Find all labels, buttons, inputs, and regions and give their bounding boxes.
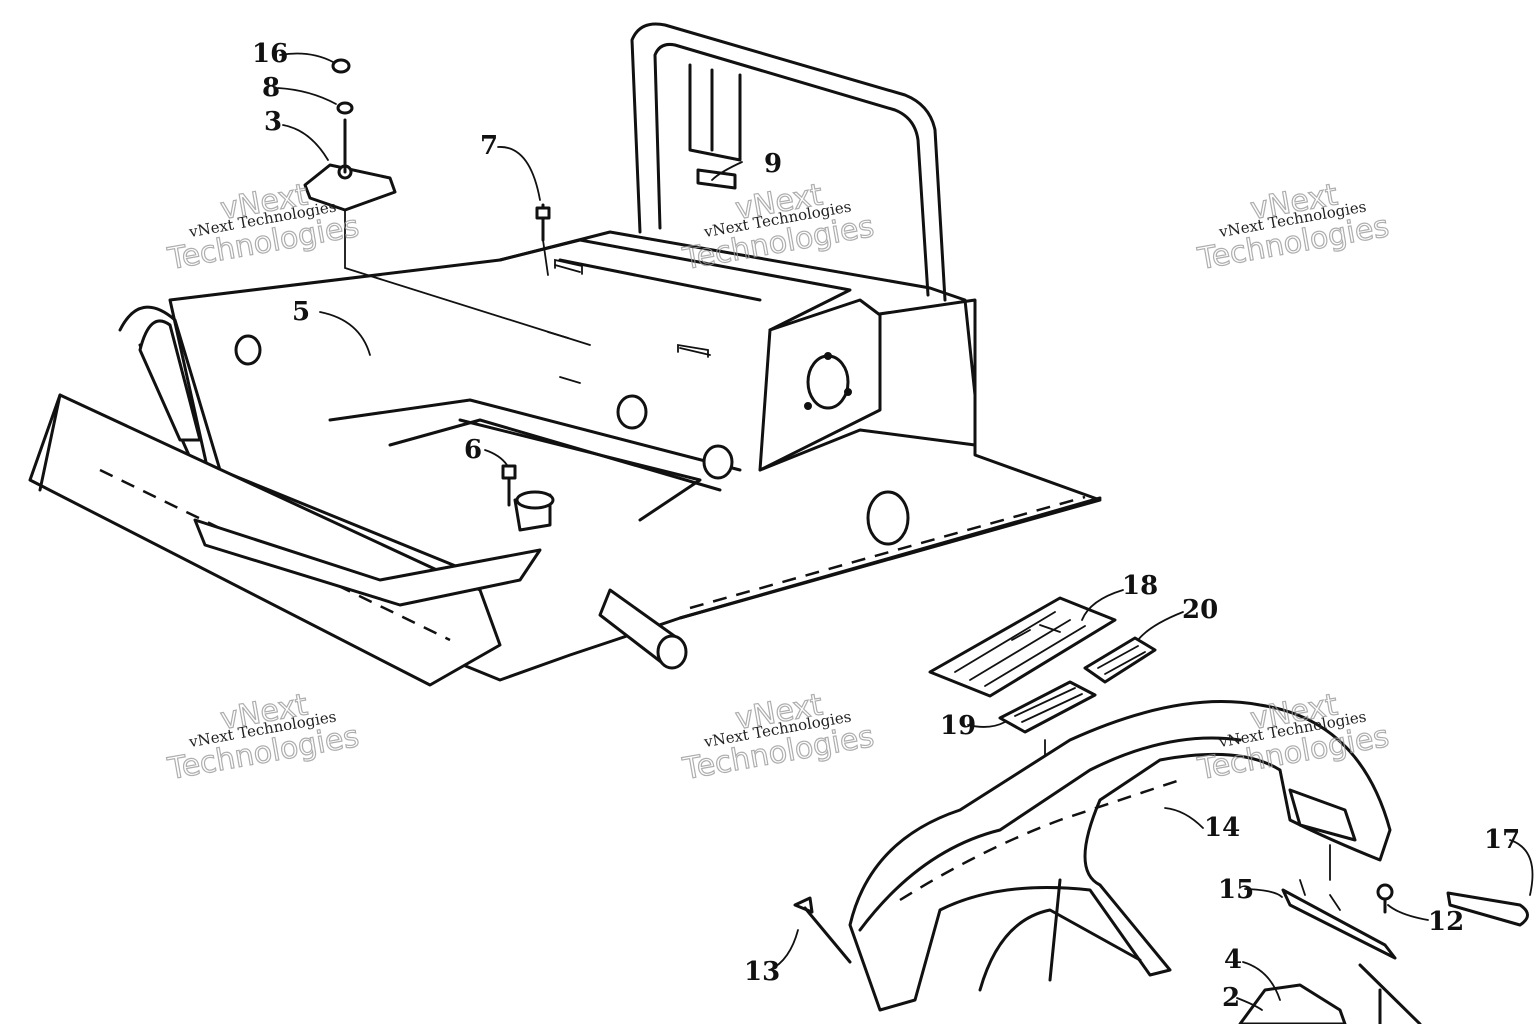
chassis-frame: [28, 22, 1102, 687]
fender-part-14: [848, 700, 1392, 1012]
parts-4-and-2: [1238, 963, 1422, 1024]
callout-12: 12: [1428, 907, 1464, 937]
bolt-part-7: [535, 203, 551, 276]
callout-19: 19: [940, 711, 976, 741]
watermark: vNext vNext Technologies Technologies: [679, 687, 877, 788]
callout-3: 3: [264, 107, 282, 137]
callout-16: 16: [252, 39, 288, 69]
callout-9: 9: [764, 149, 782, 179]
watermark: vNext vNext Technologies Technologies: [1194, 177, 1392, 278]
callout-7: 7: [480, 131, 498, 161]
callout-5: 5: [292, 297, 310, 327]
callout-20: 20: [1182, 595, 1218, 625]
decals: [928, 596, 1157, 881]
bolt-part-13: [793, 896, 852, 964]
callout-14: 14: [1204, 813, 1240, 843]
watermark: vNext vNext Technologies Technologies: [679, 177, 877, 278]
callout-4: 4: [1224, 945, 1242, 975]
callout-2: 2: [1222, 983, 1240, 1013]
bracket-part-3: [303, 58, 591, 346]
callout-8: 8: [262, 73, 280, 103]
callout-15: 15: [1218, 875, 1254, 905]
bracket-part-15: [1281, 879, 1397, 960]
handle-part-17: [1446, 891, 1529, 927]
leader-lines: [277, 52, 1534, 1011]
screw-part-12: [1376, 883, 1394, 914]
bolt-part-6: [501, 464, 517, 507]
callout-13: 13: [744, 957, 780, 987]
watermark: vNext vNext Technologies Technologies: [164, 687, 362, 788]
callout-labels: 16 8 3 7 9 5 6 18 20 19 14 17 15 12 13 4…: [252, 39, 1520, 1013]
callout-6: 6: [464, 435, 482, 465]
callout-17: 17: [1484, 825, 1520, 855]
callout-18: 18: [1122, 571, 1158, 601]
